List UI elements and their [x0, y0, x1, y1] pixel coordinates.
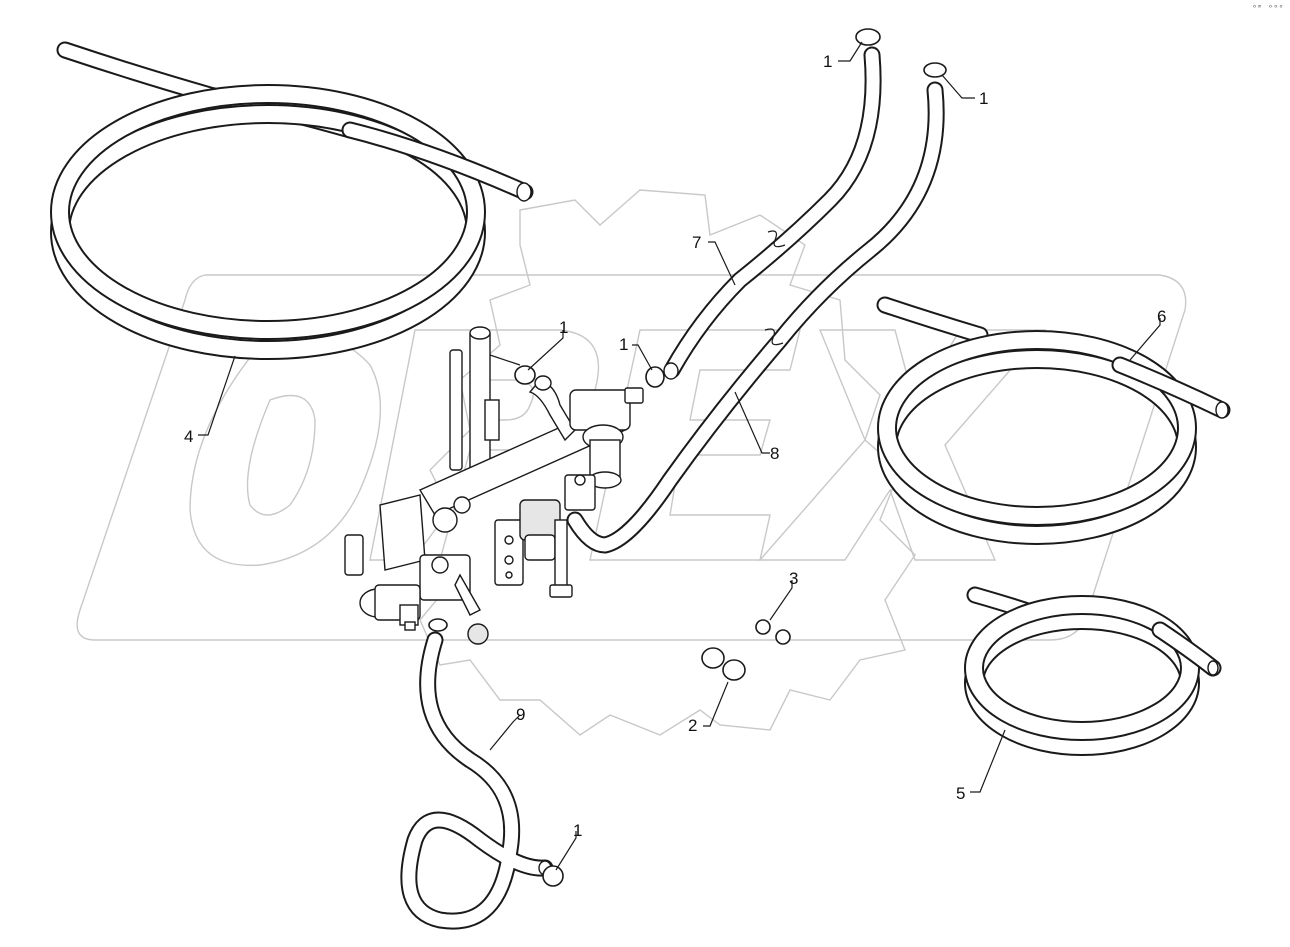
clamp-1-valve — [428, 618, 448, 632]
callout-1a: 1 — [823, 52, 832, 71]
hose-9 — [400, 631, 554, 930]
callout-8: 8 — [770, 444, 779, 463]
callout-labels: 1 1 1 1 1 2 3 4 5 6 7 8 9 — [184, 52, 1166, 840]
watermark-letter-o — [189, 335, 382, 567]
callout-3: 3 — [789, 569, 798, 588]
hose-7 — [663, 46, 882, 380]
callout-7: 7 — [692, 233, 701, 252]
watermark-logo — [76, 189, 1187, 736]
coil-hose-4 — [50, 41, 534, 360]
clamp-1-bottom — [542, 865, 564, 887]
callout-1c: 1 — [559, 318, 568, 337]
callout-1e: 1 — [573, 821, 582, 840]
callout-1d: 1 — [619, 335, 628, 354]
watermark-plate — [76, 274, 1187, 641]
watermark-gear — [419, 189, 916, 736]
clamp-3b — [775, 629, 791, 645]
valve-assembly — [344, 326, 644, 645]
callout-4: 4 — [184, 427, 193, 446]
leader-lines — [198, 41, 1161, 871]
coil-hose-6 — [876, 296, 1231, 545]
clamp-1-center-left — [514, 365, 536, 385]
callout-9: 9 — [516, 705, 525, 724]
clamp-2a — [701, 647, 725, 669]
clamp-3a — [755, 619, 771, 635]
callout-2: 2 — [688, 716, 697, 735]
clamp-1-top-right — [923, 62, 947, 78]
callout-5: 5 — [956, 784, 965, 803]
clamp-1-center-right — [645, 366, 665, 388]
corner-mark: ᵒᵐ ᵒᵒᵒ — [1252, 3, 1284, 12]
coil-hose-5 — [964, 586, 1222, 756]
clamp-2b — [722, 659, 746, 681]
callout-1b: 1 — [979, 89, 988, 108]
clamps — [428, 28, 947, 887]
clamp-1-top-left — [855, 28, 881, 46]
hose-8 — [566, 81, 945, 554]
callout-6: 6 — [1157, 307, 1166, 326]
